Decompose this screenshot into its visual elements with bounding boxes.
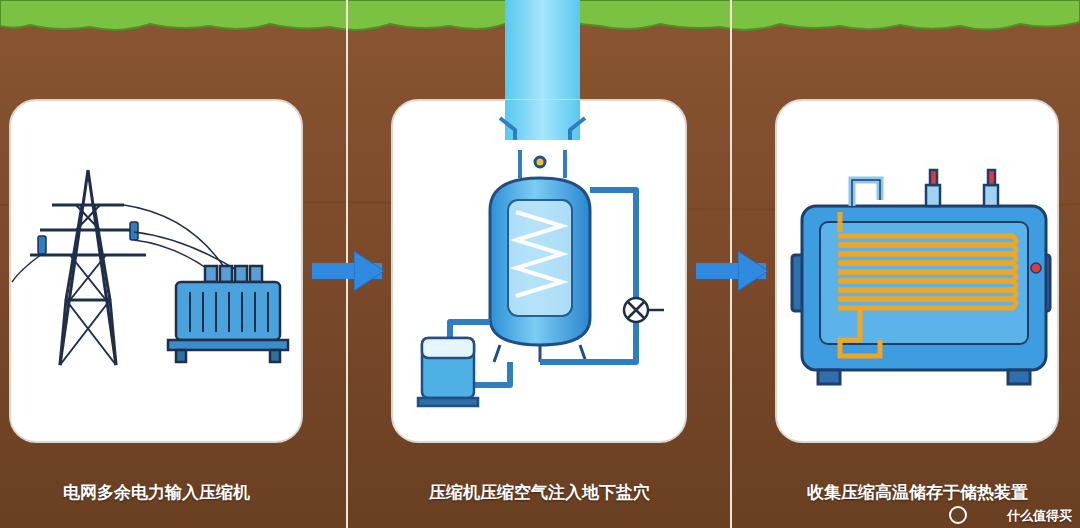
step-caption: 压缩机压缩空气注入地下盐穴 — [429, 482, 650, 502]
transmission-tower — [30, 170, 146, 365]
coil-lead — [840, 306, 880, 356]
panel — [392, 100, 686, 442]
heat-storage-tank — [792, 206, 1050, 384]
water-column — [505, 0, 580, 150]
watermark-logo — [950, 507, 966, 523]
watermark: 什么值得买 — [1007, 507, 1072, 525]
inlet-pipe — [500, 118, 585, 178]
transformer-rib — [241, 292, 243, 332]
transformer — [168, 266, 288, 362]
top-pipe — [852, 170, 998, 206]
flow-arrow — [312, 263, 382, 279]
process-panel: 收集压缩高温储存于储热装置 — [776, 100, 1058, 442]
process-panel: 压缩机压缩空气注入地下盐穴 — [392, 100, 686, 442]
process-panel: 电网多余电力输入压缩机 — [10, 100, 302, 442]
panel — [10, 100, 302, 442]
flow-arrow — [696, 263, 766, 279]
heating-coil — [838, 236, 1016, 308]
transformer-rib — [189, 292, 191, 332]
insulator — [38, 222, 138, 254]
transformer-rib — [215, 292, 217, 332]
transformer-rib — [254, 292, 256, 332]
pressure-tank — [490, 157, 590, 362]
transformer-rib — [228, 292, 230, 332]
valve — [624, 298, 664, 322]
power-wire — [12, 205, 240, 282]
coil-turn — [838, 299, 1016, 308]
transformer-rib — [267, 292, 269, 332]
transformer-rib — [202, 292, 204, 332]
panel — [776, 100, 1058, 442]
pump — [418, 338, 478, 406]
coil-lead — [838, 212, 843, 232]
step-caption: 收集压缩高温储存于储热装置 — [807, 482, 1028, 502]
step-caption: 电网多余电力输入压缩机 — [63, 482, 250, 502]
pipe — [450, 190, 636, 385]
